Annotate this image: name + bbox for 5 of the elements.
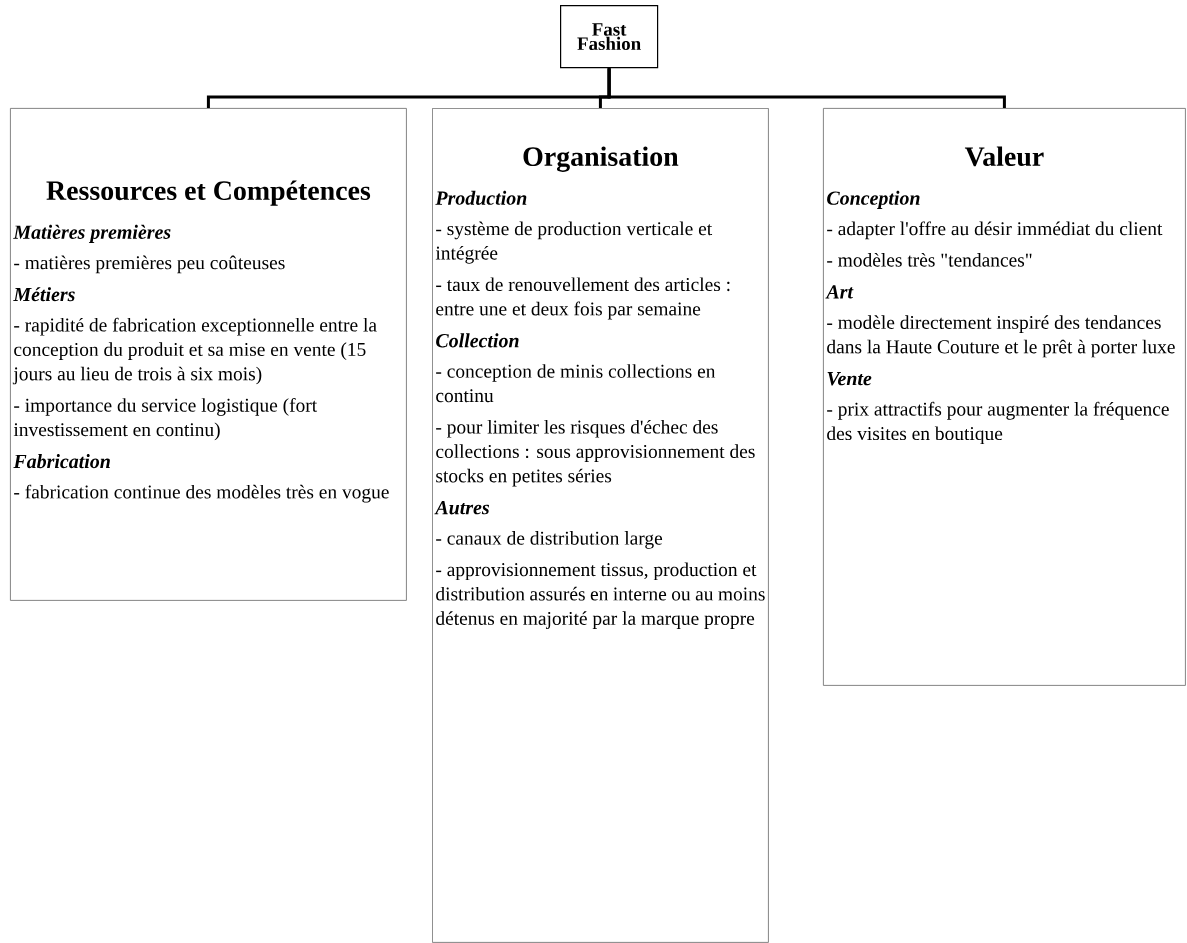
column-box: Valeur Conception - adapter l'offre au désir immédiat du client - modèles très "tendances" Art - modèle directement inspiré des tendances dans la Haute Couture et le prêt à porter luxe Vente - prix attractifs pour augmenter la fréquence des visites en boutique [823,108,1186,686]
title-box: Fast Fashion [560,5,659,69]
column-box: Ressources et Compétences Matières premières - matières premières peu coûteuses Métiers - rapidité de fabrication exceptionnelle entre la conception du produit et sa mise en vente (15 jours au lieu de trois à six mois) - importance du service logistique (fort investissement en continu) Fabrication - fabrication continue des modèles très en vogue [10,108,407,601]
connector-line [607,68,1006,108]
column-box: Organisation Production - système de production verticale et intégrée - taux de renouvellement des articles : entre une et deux fois par semaine Collection - conception de minis collections en continu - pour limiter les risques d'échec des collections : sous approvisionnement des stocks en petites séries Autres - canaux de distribution large - approvisionnement tissus, production et distribution assurés en interne ou au moins détenus en majorité par la marque propre [432,108,769,943]
